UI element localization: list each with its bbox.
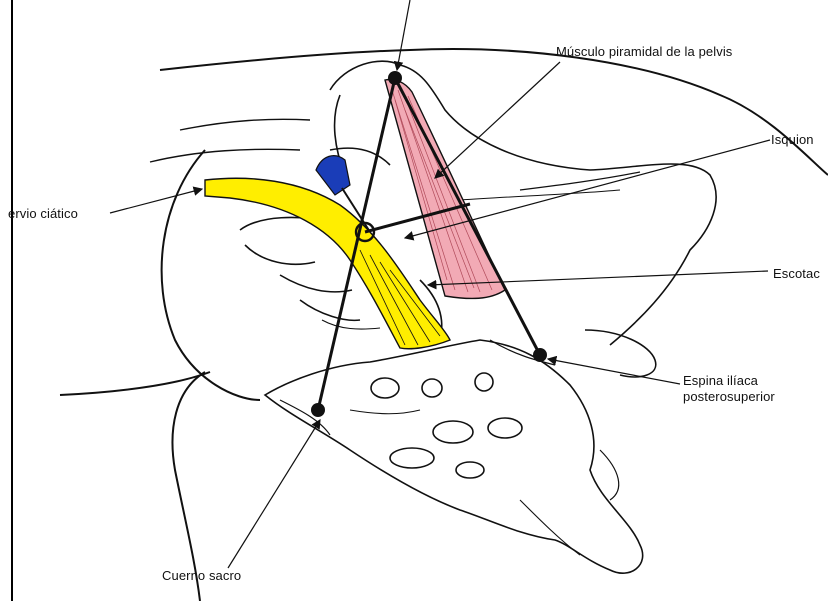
label-piriformis-muscle: Músculo piramidal de la pelvis	[556, 44, 732, 60]
leader-lines	[110, 0, 770, 568]
body-outline	[60, 49, 828, 601]
piriformis-muscle	[385, 80, 505, 299]
label-espina-line2: posterosuperior	[683, 389, 775, 405]
label-sacral-cornu: Cuerno sacro	[162, 568, 241, 584]
label-espina-line1: Espina ilíaca	[683, 373, 775, 389]
label-ischium: Isquion	[771, 132, 814, 148]
spine-point-dot	[533, 348, 547, 362]
label-sciatic-nerve: ervio ciático	[8, 206, 78, 222]
iliac-point-dot	[388, 71, 402, 85]
sacrum-bone	[265, 340, 643, 573]
label-sciatic-notch: Escotac	[773, 266, 820, 282]
sacral-point-dot	[311, 403, 325, 417]
label-posterior-superior-iliac-spine: Espina ilíaca posterosuperior	[683, 373, 775, 405]
